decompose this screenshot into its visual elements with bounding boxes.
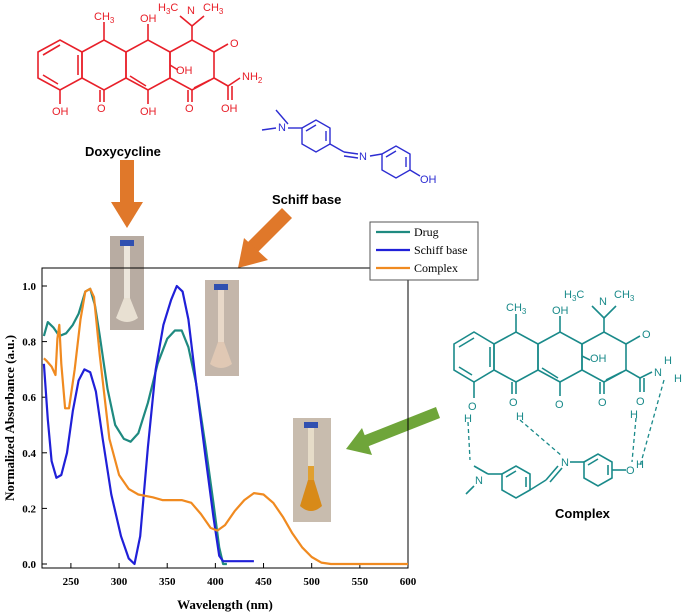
dimethylamino-n-label: N bbox=[599, 296, 607, 308]
x-axis-ticks: 250 300 350 400 450 500 550 600 bbox=[63, 563, 417, 588]
x-tick-label: 300 bbox=[111, 576, 128, 588]
dimethylamino-n-label: N bbox=[187, 5, 195, 17]
enol-o-label: O bbox=[555, 399, 564, 411]
dimethylamino-right-label: CH3 bbox=[614, 289, 635, 303]
ketone-o-label: O bbox=[185, 103, 194, 115]
y-tick-label: 0.2 bbox=[22, 503, 36, 515]
x-axis-label: Wavelength (nm) bbox=[177, 597, 273, 612]
imine-n-label: N bbox=[359, 151, 367, 163]
x-tick-label: 450 bbox=[255, 576, 272, 588]
orange-arrow-down bbox=[111, 160, 143, 228]
series-line-complex bbox=[43, 287, 408, 566]
schiff-base-label: Schiff base bbox=[272, 192, 341, 207]
oh-label: OH bbox=[140, 106, 157, 118]
oh-label: OH bbox=[221, 103, 238, 115]
nh2-label: NH2 bbox=[242, 71, 263, 85]
amide-n-label: N bbox=[654, 367, 662, 379]
schiff-base-structure bbox=[261, 109, 421, 179]
series-lines bbox=[42, 284, 408, 566]
schiff-base-vial-photo bbox=[205, 280, 239, 376]
oh-label: OH bbox=[552, 305, 569, 317]
x-tick-label: 600 bbox=[400, 576, 417, 588]
y-tick-label: 1.0 bbox=[22, 281, 36, 293]
x-tick-label: 400 bbox=[207, 576, 224, 588]
legend-label: Drug bbox=[414, 225, 439, 239]
uv-vis-chart: 250 300 350 400 450 500 550 600 0.0 0.2 0.4 0.6 0.8… bbox=[2, 267, 417, 612]
orange-arrow-diagonal bbox=[238, 208, 292, 268]
ketone-o-label: O bbox=[509, 397, 518, 409]
x-tick-label: 500 bbox=[303, 576, 320, 588]
oh-label: OH bbox=[52, 106, 69, 118]
doxycycline-structure bbox=[37, 15, 241, 104]
complex-atoms: CH3 OH N H3C CH3 O OH N H H O O O O O H … bbox=[464, 289, 682, 487]
plot-frame bbox=[41, 267, 409, 569]
dimethylamino-left-label: H3C bbox=[564, 289, 584, 303]
dimethylamino-left-label: H3C bbox=[158, 2, 178, 16]
amide-h-label: H bbox=[664, 355, 672, 367]
amine-n-label: N bbox=[475, 475, 483, 487]
legend-label: Schiff base bbox=[414, 243, 467, 257]
methyl-label: CH3 bbox=[506, 302, 527, 316]
oh-label: OH bbox=[590, 353, 607, 365]
y-axis-ticks: 0.0 0.2 0.4 0.6 0.8 1.0 bbox=[22, 281, 47, 571]
y-tick-label: 0.4 bbox=[22, 448, 36, 460]
doxycycline-label: Doxycycline bbox=[85, 144, 161, 159]
schiff-base-atoms: N N OH bbox=[278, 122, 437, 186]
series-line-schiff-base bbox=[42, 284, 254, 566]
phenol-h-label: H bbox=[636, 459, 644, 471]
imine-n-label: N bbox=[561, 457, 569, 469]
hbond-h-label: H bbox=[630, 409, 638, 421]
complex-label: Complex bbox=[555, 506, 611, 521]
green-arrow bbox=[346, 407, 440, 455]
ketone-o-label: O bbox=[230, 38, 239, 50]
amide-h-label: H bbox=[674, 373, 682, 385]
methyl-label: CH3 bbox=[94, 11, 115, 25]
y-tick-label: 0.6 bbox=[22, 392, 36, 404]
y-tick-label: 0.8 bbox=[22, 337, 36, 349]
y-axis-label: Normalized Absorbance (a.u.) bbox=[2, 335, 17, 501]
complex-vial-photo bbox=[293, 418, 331, 522]
x-tick-label: 350 bbox=[159, 576, 176, 588]
y-tick-label: 0.0 bbox=[22, 559, 36, 571]
legend-label: Complex bbox=[414, 261, 458, 275]
ketone-o-label: O bbox=[642, 329, 651, 341]
hydrogen-bonds bbox=[467, 379, 665, 467]
oh-label: OH bbox=[140, 13, 157, 25]
phenol-o-label: O bbox=[626, 465, 635, 477]
hbond-h-label: H bbox=[516, 411, 524, 423]
drug-vial-photo bbox=[110, 236, 144, 330]
x-tick-label: 550 bbox=[352, 576, 369, 588]
x-tick-label: 250 bbox=[63, 576, 80, 588]
hbond-h-label: H bbox=[464, 413, 472, 425]
doxycycline-atoms: CH3 OH N H3C CH3 O OH NH2 OH O OH O OH bbox=[52, 2, 263, 118]
ketone-o-label: O bbox=[598, 397, 607, 409]
ketone-o-label: O bbox=[97, 103, 106, 115]
amide-o-label: O bbox=[636, 396, 645, 408]
dimethylamino-right-label: CH3 bbox=[203, 2, 224, 16]
phenol-o-label: O bbox=[468, 401, 477, 413]
oh-label: OH bbox=[176, 65, 193, 77]
complex-structure bbox=[453, 305, 653, 499]
amine-n-label: N bbox=[278, 122, 286, 134]
oh-label: OH bbox=[420, 174, 437, 186]
